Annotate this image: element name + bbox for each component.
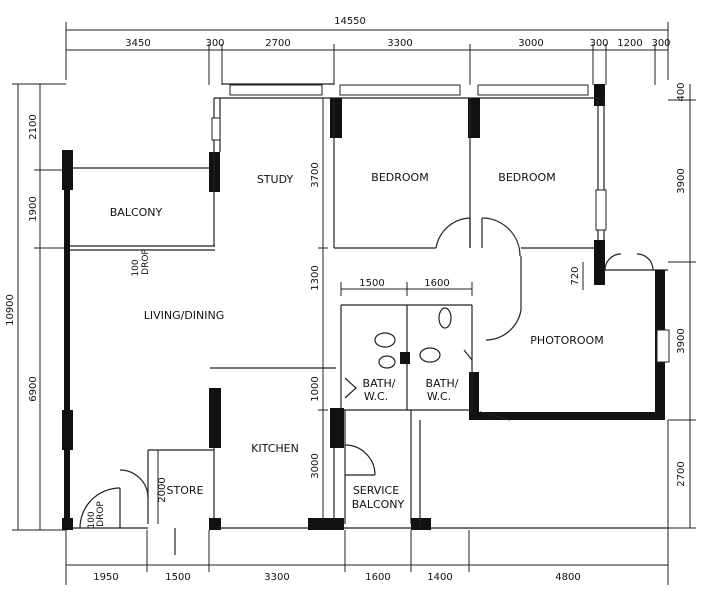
label-bedroom-1: BEDROOM [371,171,428,184]
dim-left-1: 2100 [28,114,39,139]
label-service-balcony-line1: SERVICE [353,484,399,497]
label-bath-2-line1: BATH/ [426,377,459,390]
dim-top-4: 3300 [387,38,412,49]
dim-top-5: 3000 [518,38,543,49]
dim-left-3: 6900 [28,376,39,401]
dim-corridor: 1300 [310,265,321,290]
label-bedroom-2: BEDROOM [498,171,555,184]
label-store: STORE [167,484,204,497]
walls [62,83,670,555]
label-service-balcony-line2: BALCONY [352,498,405,511]
label-photoroom: PHOTOROOM [530,334,603,347]
toilet-1 [374,332,396,348]
dim-top-6: 300 [589,38,608,49]
dimension-lines [12,22,696,585]
dim-bath1-width: 1500 [359,278,384,289]
doors [79,217,654,529]
dim-top-7: 1200 [617,38,642,49]
dim-right-1: 400 [676,82,687,101]
dim-bottom-1: 1950 [93,572,118,583]
dim-overall-width: 14550 [334,16,366,27]
dim-bottom-4: 1600 [365,572,390,583]
entry-drop-label: DROP [96,501,106,527]
dim-kitchen-depth: 3000 [310,453,321,478]
dim-top-2: 300 [205,38,224,49]
dim-store-depth: 2000 [157,477,168,502]
toilet-2 [419,347,441,363]
label-living-dining: LIVING/DINING [144,309,225,322]
room-labels: STUDY BEDROOM BEDROOM BALCONY LIVING/DIN… [87,171,604,529]
dim-right-2: 3900 [676,168,687,193]
dim-top-8: 300 [651,38,670,49]
dimension-texts: 14550 3450 300 2700 3300 3000 300 1200 3… [5,16,687,583]
label-bath-1-line1: BATH/ [363,377,396,390]
dim-top-3: 2700 [265,38,290,49]
label-balcony: BALCONY [110,206,163,219]
dim-bottom-2: 1500 [165,572,190,583]
dim-util-width: 720 [570,266,581,285]
basin-2 [438,307,452,329]
dim-bottom-3: 3300 [264,572,289,583]
balcony-drop-label: DROP [141,249,151,275]
dim-top-1: 3450 [125,38,150,49]
entry-drop-value: 100 [87,511,97,528]
dim-bottom-5: 1400 [427,572,452,583]
label-bath-2-line2: W.C. [427,390,451,403]
dim-overall-height: 10900 [5,294,16,326]
fixtures [374,307,511,421]
dim-right-3: 3900 [676,328,687,353]
basin-1 [378,355,396,369]
label-bath-1-line2: W.C. [364,390,388,403]
dim-bottom-6: 4800 [555,572,580,583]
dim-study-depth: 3700 [310,162,321,187]
dim-bath2-width: 1600 [424,278,449,289]
dim-right-4: 2700 [676,461,687,486]
balcony-drop-value: 100 [131,259,141,276]
label-study: STUDY [257,173,294,186]
dim-bath-depth: 1000 [310,376,321,401]
label-kitchen: KITCHEN [251,442,299,455]
dim-left-2: 1900 [28,196,39,221]
